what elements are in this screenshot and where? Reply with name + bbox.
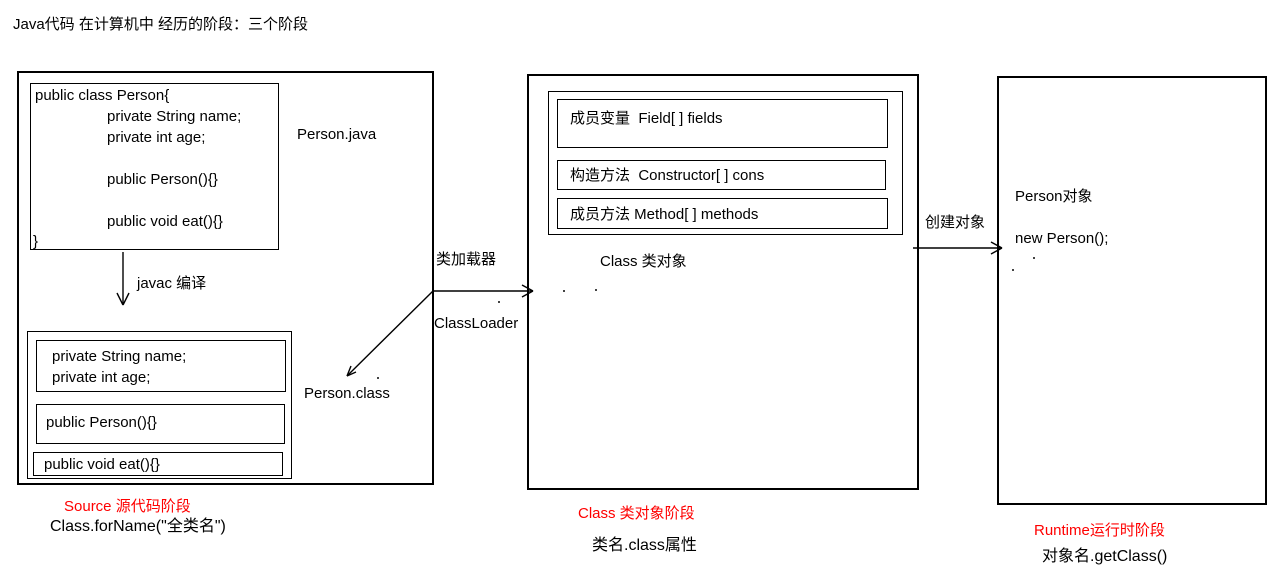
code-line: public void eat(){} — [107, 213, 223, 230]
source-stage-box — [17, 71, 434, 485]
bytecode-fields-box — [36, 340, 286, 392]
class-members-box — [548, 91, 903, 235]
methods-row-box — [557, 198, 888, 229]
constructors-row-label: 构造方法 Constructor[ ] cons — [570, 167, 765, 184]
bytecode-line: private String name; — [52, 348, 187, 365]
class-stage-box — [527, 74, 919, 490]
create-object-label: 创建对象 — [925, 214, 986, 231]
ink-speck — [563, 290, 565, 292]
code-line: public class Person{ — [35, 87, 170, 104]
create-object-arrow — [913, 241, 1003, 255]
bytecode-line: private int age; — [52, 369, 151, 386]
person-java-label: Person.java — [297, 126, 377, 143]
class-stage-label: Class 类对象阶段 — [578, 505, 695, 522]
runtime-stage-label: Runtime运行时阶段 — [1034, 522, 1165, 539]
fields-row-box — [557, 99, 888, 148]
class-api-label: 类名.class属性 — [592, 537, 697, 554]
ink-speck — [1012, 269, 1014, 271]
code-line: private String name; — [107, 108, 242, 125]
classloader-label-cn: 类加载器 — [436, 251, 497, 268]
source-stage-label: Source 源代码阶段 — [64, 498, 191, 515]
bytecode-line: public void eat(){} — [44, 456, 160, 473]
ink-speck — [1033, 257, 1035, 259]
bytecode-line: public Person(){} — [46, 414, 157, 431]
ink-speck — [377, 377, 379, 379]
code-line: public Person(){} — [107, 171, 218, 188]
person-object-label: Person对象 — [1015, 188, 1093, 205]
page-title: Java代码 在计算机中 经历的阶段：三个阶段 — [13, 16, 309, 33]
bytecode-constructor-box — [36, 404, 285, 444]
methods-row-label: 成员方法 Method[ ] methods — [570, 206, 759, 223]
source-code-box — [30, 83, 279, 250]
runtime-api-label: 对象名.getClass() — [1042, 548, 1168, 565]
class-object-label: Class 类对象 — [600, 253, 687, 270]
classloader-arrow — [434, 284, 534, 298]
bytecode-box — [27, 331, 292, 479]
code-line: private int age; — [107, 129, 206, 146]
new-person-code: new Person(); — [1015, 230, 1109, 247]
bytecode-method-box — [33, 452, 283, 476]
ink-speck — [595, 289, 597, 291]
source-api-label: Class.forName("全类名") — [50, 518, 226, 535]
ink-speck — [498, 301, 500, 303]
code-line: } — [33, 233, 39, 250]
classloader-label-en: ClassLoader — [434, 315, 519, 332]
javac-compile-label: javac 编译 — [137, 275, 207, 292]
person-class-label: Person.class — [304, 385, 390, 402]
constructors-row-box — [557, 160, 886, 190]
fields-row-label: 成员变量 Field[ ] fields — [570, 110, 723, 127]
runtime-stage-box — [997, 76, 1267, 505]
